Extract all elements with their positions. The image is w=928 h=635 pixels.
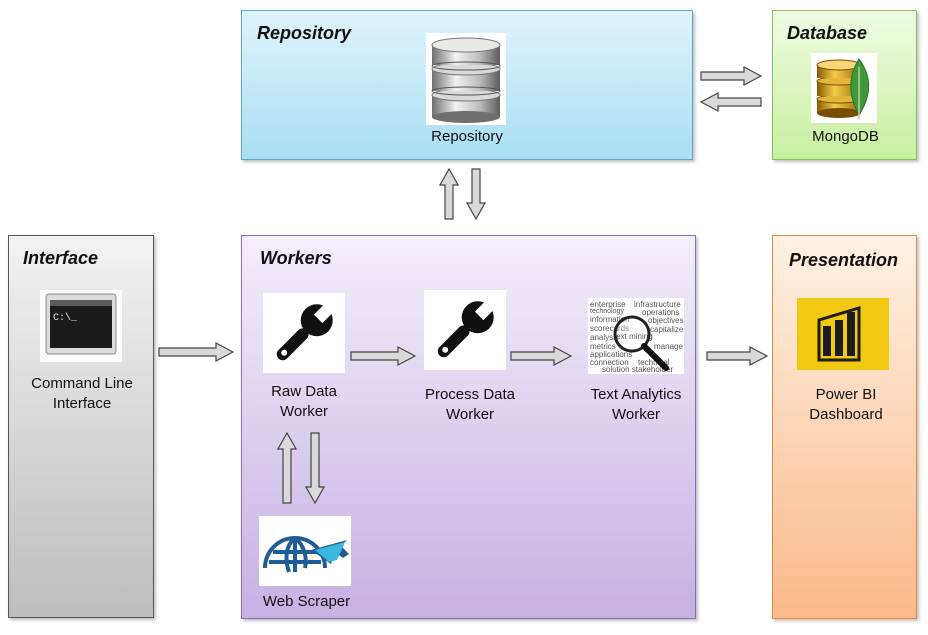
- raw-worker-label-line1: Raw Data: [271, 383, 337, 400]
- process-worker-label-line1: Process Data: [424, 386, 516, 403]
- arrow-scraper-to-raw: [277, 432, 297, 504]
- presentation-label-line2: Dashboard: [809, 406, 883, 423]
- interface-panel: Interface C:\_ Command Line Interface: [8, 235, 154, 618]
- wrench-icon: [263, 293, 345, 373]
- arrow-process-to-text: [510, 346, 572, 366]
- globe-cursor-icon: [259, 516, 351, 586]
- arrow-workers-to-repo: [439, 168, 459, 220]
- text-worker-label-line1: Text Analytics: [590, 386, 682, 403]
- repository-title: Repository: [257, 23, 352, 43]
- presentation-label-line1: Power BI: [815, 386, 877, 403]
- database-title: Database: [787, 23, 868, 43]
- arrow-interface-to-workers: [158, 342, 234, 362]
- process-worker-label-line2: Worker: [445, 406, 495, 423]
- repository-label: Repository: [431, 128, 503, 145]
- interface-title: Interface: [23, 248, 99, 268]
- word-solution-stakeholder: solution stakeholder: [602, 365, 674, 374]
- repository-panel: Repository Repository: [241, 10, 693, 160]
- word-scorecards: scorecards: [590, 324, 630, 333]
- presentation-panel: Presentation Power BI Dashboard: [772, 235, 917, 619]
- database-label: MongoDB: [812, 128, 879, 145]
- interface-label-line1: Command Line: [31, 375, 133, 392]
- text-analytics-image: enterprise infrastructure technology ope…: [588, 298, 684, 374]
- word-connection: connection: [590, 358, 629, 367]
- interface-label-line2: Interface: [52, 395, 112, 412]
- word-objectives: objectives: [648, 316, 684, 325]
- presentation-title: Presentation: [789, 250, 899, 270]
- word-text-mining: text mining: [614, 332, 653, 341]
- mongodb-icon: [811, 53, 877, 123]
- word-manage: manage: [654, 342, 683, 351]
- console-prompt-text: C:\_: [53, 312, 78, 324]
- command-prompt-icon: C:\_: [40, 290, 122, 362]
- arrow-db-to-repo: [700, 92, 762, 112]
- arrow-raw-to-scraper: [305, 432, 325, 504]
- word-applications: applications: [590, 350, 633, 359]
- word-information: information: [590, 315, 630, 324]
- arrow-repo-to-db: [700, 66, 762, 86]
- word-operations: operations: [642, 308, 680, 317]
- word-capitalize: capitalize: [650, 325, 684, 334]
- word-technology: technology: [590, 308, 624, 315]
- wrench-icon: [424, 290, 506, 370]
- powerbi-icon: [797, 298, 889, 370]
- word-metrics: metrics: [590, 342, 616, 351]
- raw-worker-label-line2: Worker: [279, 403, 329, 420]
- database-stack-icon: [426, 33, 506, 125]
- magnifier-icon: [613, 315, 669, 371]
- web-scraper-label: Web Scraper: [262, 593, 351, 610]
- word-enterprise: enterprise: [590, 300, 626, 309]
- arrow-repo-to-workers: [466, 168, 486, 220]
- workers-panel: Workers Raw Data Worker Process Data Wor…: [241, 235, 696, 619]
- word-analysis: analysis: [590, 333, 619, 342]
- arrow-raw-to-process: [350, 346, 416, 366]
- text-worker-label-line2: Worker: [611, 406, 661, 423]
- word-infrastructure: infrastructure: [634, 300, 681, 309]
- arrow-workers-to-presentation: [706, 346, 768, 366]
- workers-title: Workers: [260, 248, 332, 268]
- word-technical: technical: [638, 358, 670, 367]
- database-panel: Database MongoDB: [772, 10, 917, 160]
